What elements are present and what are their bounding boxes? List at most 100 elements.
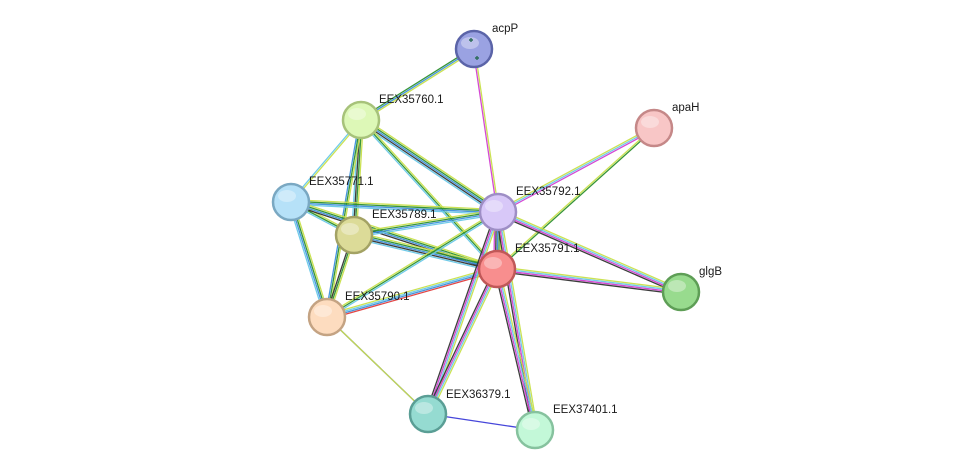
- edge-strand: [498, 209, 683, 291]
- edge-eex35790-1-eex36379-1[interactable]: [326, 316, 429, 415]
- edge-strand: [474, 48, 500, 212]
- edge-eex35792-1-apah[interactable]: [496, 126, 656, 214]
- node-highlight: [314, 305, 332, 317]
- node-label-eex35760-1: EEX35760.1: [379, 94, 444, 106]
- node-label-eex35789-1: EEX35789.1: [372, 209, 437, 221]
- edge-strand: [355, 120, 365, 236]
- edge-eex35760-1-eex35792-1[interactable]: [358, 116, 501, 216]
- edge-strand: [496, 213, 681, 295]
- edge-eex35789-1-eex35792-1[interactable]: [353, 208, 499, 239]
- node-eex35790-1[interactable]: [307, 297, 347, 337]
- edge-strand: [498, 128, 656, 214]
- edge-strand: [495, 269, 535, 431]
- edge-strand: [361, 118, 499, 269]
- node-circle[interactable]: [477, 249, 517, 289]
- node-highlight: [415, 402, 433, 414]
- edge-strand: [327, 270, 498, 320]
- node-highlight: [278, 190, 296, 202]
- edge-strand: [354, 212, 499, 237]
- edge-strand: [494, 269, 534, 431]
- node-circle[interactable]: [661, 272, 701, 312]
- node-label-eex35792-1: EEX35792.1: [516, 186, 581, 198]
- edge-eex35760-1-eex35791-1[interactable]: [359, 118, 499, 271]
- node-eex35792-1[interactable]: [478, 192, 518, 232]
- edge-strand: [353, 208, 498, 234]
- edge-eex35771-1-eex35790-1[interactable]: [288, 201, 330, 318]
- edge-strand: [326, 211, 499, 318]
- node-circle[interactable]: [478, 192, 518, 232]
- edge-eex35791-1-eex36379-1[interactable]: [425, 267, 500, 416]
- edge-strand: [496, 270, 681, 296]
- edge-eex35789-1-eex35791-1[interactable]: [353, 231, 498, 273]
- node-acpp[interactable]: [454, 29, 494, 69]
- node-highlight: [484, 257, 502, 269]
- edge-strand: [497, 267, 682, 292]
- node-eex35771-1[interactable]: [271, 182, 311, 222]
- node-circle[interactable]: [634, 108, 674, 148]
- node-circle[interactable]: [341, 100, 381, 140]
- edge-strand: [291, 199, 498, 268]
- edge-strand: [291, 198, 499, 211]
- edge-strand: [360, 48, 475, 121]
- edge-eex35790-1-eex35792-1[interactable]: [325, 210, 500, 319]
- edge-strand: [428, 212, 500, 415]
- edge-eex35791-1-apah[interactable]: [496, 126, 655, 271]
- edge-eex35790-1-eex35791-1[interactable]: [326, 266, 498, 320]
- edge-strand: [359, 47, 474, 120]
- node-eex35791-1[interactable]: [477, 249, 517, 289]
- edge-eex35792-1-eex36379-1[interactable]: [425, 211, 501, 415]
- edge-strand: [496, 269, 681, 294]
- edge-strand: [426, 211, 498, 414]
- edge-eex35791-1-glgb[interactable]: [496, 265, 682, 296]
- node-highlight: [341, 223, 359, 235]
- node-circle[interactable]: [307, 297, 347, 337]
- edge-acpp-eex35760-1[interactable]: [359, 47, 476, 122]
- edge-eex35791-1-eex37401-1[interactable]: [494, 268, 538, 431]
- node-eex35789-1[interactable]: [334, 215, 374, 255]
- node-label-eex35790-1: EEX35790.1: [345, 291, 410, 303]
- edge-strand: [326, 267, 497, 317]
- node-eex36379-1[interactable]: [408, 394, 448, 434]
- node-label-glgb: glgB: [699, 266, 722, 278]
- nodes-layer: [271, 29, 701, 450]
- edge-strand: [425, 211, 497, 414]
- edge-strand: [326, 266, 497, 316]
- edge-strand: [496, 126, 654, 269]
- edge-strand: [425, 267, 496, 414]
- edge-strand: [360, 119, 498, 270]
- edge-strand: [496, 126, 654, 212]
- edge-strand: [291, 201, 329, 317]
- edge-strand: [429, 212, 501, 415]
- node-circle[interactable]: [454, 29, 494, 69]
- node-circle[interactable]: [271, 182, 311, 222]
- node-highlight: [485, 200, 503, 212]
- edge-strand: [362, 116, 501, 210]
- edge-strand: [353, 234, 498, 270]
- edge-strand: [326, 316, 429, 415]
- edge-eex35771-1-eex35792-1[interactable]: [290, 198, 499, 216]
- edge-strand: [498, 210, 682, 292]
- node-circle[interactable]: [515, 410, 555, 450]
- node-glgb[interactable]: [661, 272, 701, 312]
- edge-strand: [361, 49, 476, 122]
- edge-strand: [290, 202, 498, 214]
- edge-acpp-eex35792-1[interactable]: [472, 48, 500, 213]
- edge-strand: [497, 212, 681, 294]
- edge-strand: [327, 212, 500, 319]
- node-highlight: [668, 280, 686, 292]
- edge-strand: [327, 269, 498, 319]
- edge-eex35792-1-glgb[interactable]: [496, 209, 683, 295]
- node-eex35760-1[interactable]: [341, 100, 381, 140]
- edge-strand: [498, 211, 537, 430]
- edge-eex35792-1-eex37401-1[interactable]: [494, 211, 539, 431]
- edge-strand: [291, 200, 499, 212]
- edge-strand: [292, 201, 330, 317]
- node-label-eex35771-1: EEX35771.1: [309, 176, 374, 188]
- node-circle[interactable]: [408, 394, 448, 434]
- node-circle[interactable]: [334, 215, 374, 255]
- edge-strand: [497, 265, 682, 291]
- node-apah[interactable]: [634, 108, 674, 148]
- node-eex37401-1[interactable]: [515, 410, 555, 450]
- edge-strand: [497, 268, 537, 430]
